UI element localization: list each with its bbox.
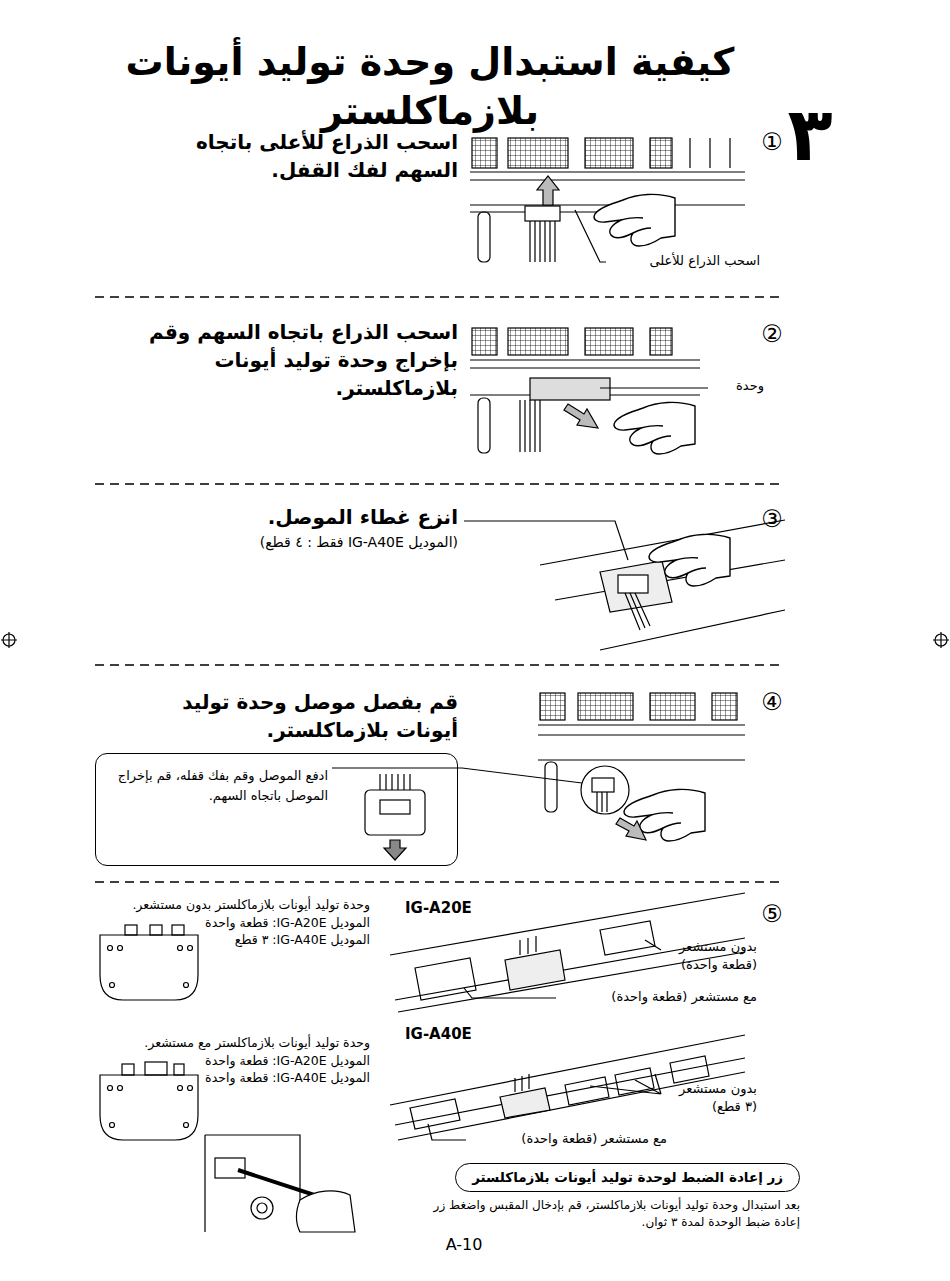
model-name: IG-A40E [405, 1024, 495, 1045]
page-title: كيفية استبدال وحدة توليد أيونات بلازماكل… [85, 38, 775, 137]
reset-button-label: زر إعادة الضبط لوحدة توليد أيونات بلازما… [472, 1168, 783, 1187]
part-label: اسحب الذراع للأعلى [610, 252, 760, 270]
part-label: بدون مستشعر (قطعة واحدة) [665, 938, 757, 974]
callout-box: ادفع الموصل وقم بفك قفله، قم بإخراج المو… [95, 753, 458, 866]
callout-number: ④ [752, 686, 792, 720]
callout-number: ① [752, 126, 792, 160]
reset-button-box: زر إعادة الضبط لوحدة توليد أيونات بلازما… [455, 1163, 800, 1192]
callout-number: ⑤ [752, 898, 792, 932]
reset-note: بعد استبدال وحدة توليد أيونات بلازماكلست… [410, 1197, 800, 1231]
part-label: وحدة [712, 377, 764, 395]
unit-note: وحدة توليد أيونات بلازماكلستر مع مستشعر. [95, 1034, 370, 1052]
part-label: مع مستشعر (قطعة واحدة) [560, 988, 757, 1006]
unit-note: الموديل IG-A20E: قطعة واحدة [95, 914, 370, 932]
model-name: IG-A20E [405, 898, 495, 919]
part-label: مع مستشعر (قطعة واحدة) [470, 1130, 667, 1148]
step-instruction: انزع غطاء الموصل. [158, 503, 458, 531]
model-note: (الموديل IG-A40E فقط : ٤ قطع) [158, 533, 458, 553]
step-instruction: قم بفصل موصل وحدة توليد أيونات بلازماكلس… [158, 688, 458, 744]
unit-note: الموديل IG-A40E: ٣ قطع [95, 931, 370, 949]
callout-number: ③ [752, 503, 792, 537]
callout-number: ② [752, 318, 792, 352]
unit-note: الموديل IG-A20E: قطعة واحدة [95, 1052, 370, 1070]
unit-note: وحدة توليد أيونات بلازماكلستر بدون مستشع… [95, 896, 370, 914]
step-instruction: اسحب الذراع للأعلى باتجاه السهم لفك القف… [158, 128, 458, 184]
callout-text: ادفع الموصل وقم بفك قفله، قم بإخراج المو… [110, 766, 328, 806]
part-label: بدون مستشعر (٣ قطع) [665, 1080, 757, 1116]
page-number: A-10 [428, 1234, 500, 1256]
step-instruction: اسحب الذراع باتجاه السهم وقم بإخراج وحدة… [148, 318, 458, 402]
unit-note: الموديل IG-A40E: قطعة واحدة [95, 1069, 370, 1087]
